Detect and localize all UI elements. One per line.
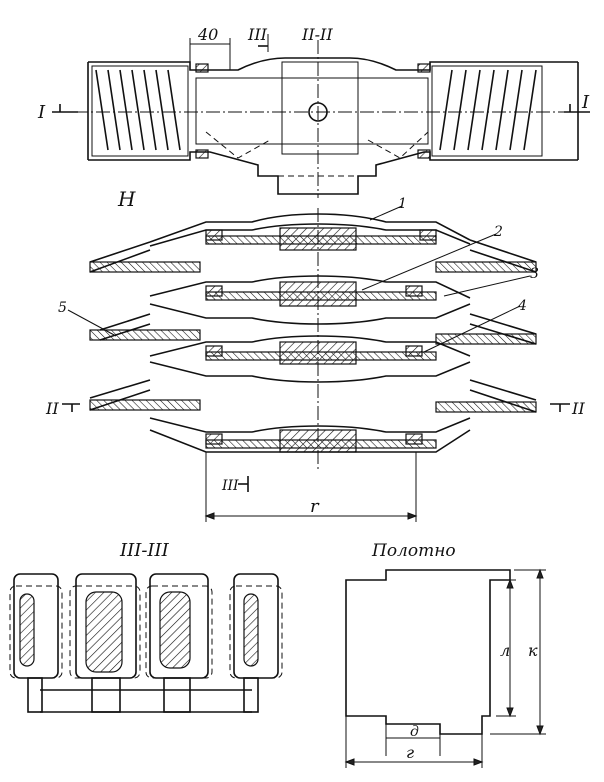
section-ii-right-label: II xyxy=(571,399,585,418)
middle-view xyxy=(62,205,570,522)
dim-d-label: д xyxy=(410,724,419,740)
view-h-label: H xyxy=(117,187,136,211)
dim-k-label: к xyxy=(528,641,538,660)
right-winding xyxy=(439,69,537,151)
joint-layer-1 xyxy=(89,213,537,273)
conductor-3 xyxy=(145,573,213,713)
conductor-4 xyxy=(229,573,283,713)
part-3-label: 3 xyxy=(530,266,539,282)
section-iii-iii-label: III-III xyxy=(119,540,170,561)
dim-40-label: 40 xyxy=(197,25,218,44)
section-iii-iii-view xyxy=(9,573,283,713)
part-4-label: 4 xyxy=(517,298,527,314)
section-iii-mid-label: III xyxy=(221,478,239,494)
part-1-label: 1 xyxy=(398,196,407,212)
polotno-view xyxy=(344,568,546,768)
section-ii-ii-label: II-II xyxy=(301,25,333,44)
dim-g-label: г xyxy=(406,743,414,762)
part-5-label: 5 xyxy=(58,300,67,316)
section-i-left-label: I xyxy=(37,102,46,123)
part-2-label: 2 xyxy=(493,224,503,240)
joint-layer-4 xyxy=(89,379,537,453)
polotno-title: Полотно xyxy=(371,541,456,561)
section-iii-top-label: III xyxy=(247,25,268,44)
section-i-right-label: I xyxy=(581,92,590,113)
conductor-2 xyxy=(69,573,141,713)
top-view xyxy=(52,34,590,198)
joint-layer-3 xyxy=(89,313,537,383)
left-winding xyxy=(95,69,181,151)
section-ii-left-label: II xyxy=(45,399,59,418)
conductor-1 xyxy=(9,573,63,713)
dim-l-label: л xyxy=(500,641,510,660)
dim-r-label: r xyxy=(310,496,320,517)
joint-layer-2 xyxy=(149,275,471,325)
